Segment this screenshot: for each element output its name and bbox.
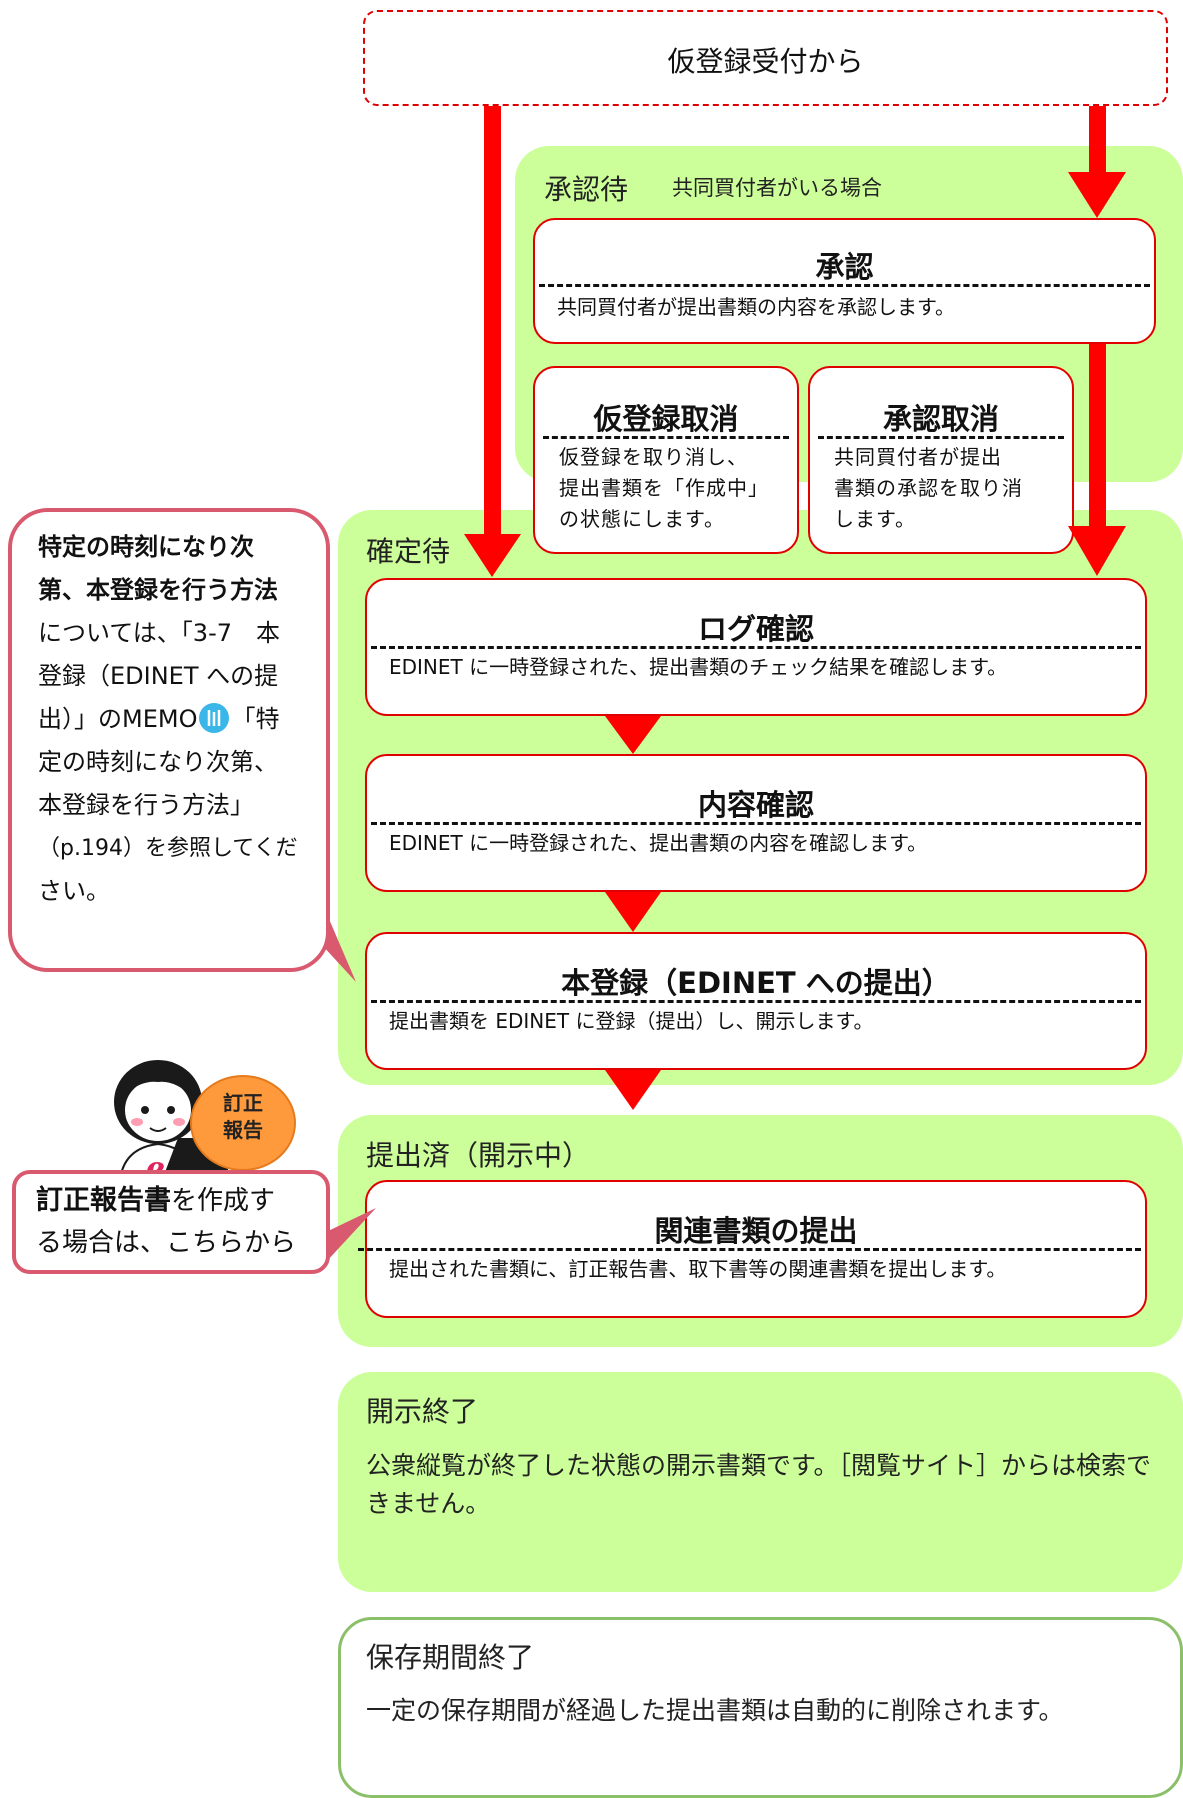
left-callout-line: さい。	[38, 877, 110, 905]
left-callout-bold-line: 特定の時刻になり次	[38, 533, 254, 561]
cancel-registration-box: 仮登録取消 仮登録を取り消し、 提出書類を「作成中」 の状態にします。	[533, 366, 799, 554]
correction-badge-text: 訂正 報告	[192, 1090, 294, 1144]
cancel-approval-desc-line: 共同買付者が提出	[834, 445, 1002, 469]
arrow-right-top-head	[1068, 172, 1126, 218]
final-registration-desc: 提出書類を EDINET に登録（提出）し、開示します。	[389, 1009, 874, 1033]
woman-with-laptop-illustration: e	[114, 1060, 240, 1180]
left-callout-line: については、「3-7 本	[38, 619, 280, 647]
arrow-right-mid-shaft	[1089, 344, 1106, 528]
cancel-registration-desc-line: 提出書類を「作成中」	[559, 476, 769, 500]
cancel-approval-box: 承認取消 共同買付者が提出 書類の承認を取り消 します。	[808, 366, 1074, 554]
arrow-left-head	[464, 534, 521, 577]
left-callout-line: 本登録を行う方法」	[38, 791, 254, 819]
related-docs-title: 関連書類の提出	[654, 1214, 858, 1248]
arrow-content-to-register	[605, 892, 661, 932]
left-callout-memo-line: 出）」のMEMO 「特	[38, 698, 328, 741]
content-check-box: 内容確認 EDINET に一時登録された、提出書類の内容を確認します。	[365, 754, 1147, 892]
cancel-registration-title: 仮登録取消	[593, 402, 739, 436]
start-box: 仮登録受付から	[363, 10, 1168, 106]
cancel-approval-desc: 共同買付者が提出 書類の承認を取り消 します。	[834, 442, 1023, 535]
correction-badge-line: 報告	[223, 1118, 263, 1142]
cancel-approval-desc-line: 書類の承認を取り消	[834, 476, 1023, 500]
retention-end-text: 一定の保存期間が経過した提出書類は自動的に削除されます。	[366, 1696, 1064, 1725]
retention-end-zone	[338, 1617, 1183, 1798]
submitted-zone-title: 提出済（開示中）	[366, 1139, 591, 1172]
left-callout-line: 出）」のMEMO	[38, 705, 198, 733]
related-docs-divider	[358, 1248, 1141, 1251]
related-docs-box: 関連書類の提出 提出された書類に、訂正報告書、取下書等の関連書類を提出します。	[358, 1180, 1147, 1318]
cancel-approval-divider	[818, 436, 1064, 439]
left-callout-line: 「特	[231, 705, 280, 733]
cancel-registration-desc-line: の状態にします。	[559, 507, 725, 531]
left-callout-line: （p.194）を参照してくだ	[38, 836, 298, 861]
left-callout-line: 登録（EDINET への提	[38, 662, 279, 690]
start-label: 仮登録受付から	[667, 45, 864, 78]
final-registration-box: 本登録（EDINET への提出） 提出書類を EDINET に登録（提出）し、開…	[365, 932, 1147, 1070]
correction-badge-line: 訂正	[223, 1091, 263, 1115]
related-docs-desc: 提出された書類に、訂正報告書、取下書等の関連書類を提出します。	[389, 1257, 1007, 1281]
log-check-box: ログ確認 EDINET に一時登録された、提出書類のチェック結果を確認します。	[365, 578, 1147, 716]
cancel-approval-desc-line: します。	[834, 507, 916, 531]
content-check-divider	[371, 822, 1141, 825]
final-registration-title: 本登録（EDINET への提出）	[561, 966, 951, 1000]
approve-divider	[539, 284, 1150, 287]
cancel-registration-divider	[543, 436, 789, 439]
approve-box: 承認 共同買付者が提出書類の内容を承認します。	[533, 218, 1156, 344]
approve-desc: 共同買付者が提出書類の内容を承認します。	[557, 295, 955, 319]
left-callout-line: 定の時刻になり次第、	[38, 748, 278, 776]
approve-title: 承認	[815, 250, 874, 284]
confirm-zone-title: 確定待	[366, 535, 451, 568]
retention-end-title: 保存期間終了	[366, 1641, 535, 1674]
approval-zone-note: 共同買付者がいる場合	[672, 176, 882, 200]
correction-callout-rest: を作成す	[171, 1186, 276, 1216]
left-callout	[8, 508, 330, 972]
arrow-log-to-content	[605, 716, 661, 754]
content-check-desc: EDINET に一時登録された、提出書類の内容を確認します。	[389, 831, 928, 855]
approval-zone-title: 承認待	[544, 173, 629, 206]
cancel-registration-desc: 仮登録を取り消し、 提出書類を「作成中」 の状態にします。	[559, 442, 769, 535]
arrow-right-mid-head	[1068, 526, 1126, 576]
correction-callout-text: 訂正報告書を作成す る場合は、こちらから	[36, 1180, 296, 1264]
correction-callout	[12, 1170, 330, 1274]
log-check-desc: EDINET に一時登録された、提出書類のチェック結果を確認します。	[389, 655, 1008, 679]
disclosure-end-zone	[338, 1372, 1183, 1592]
correction-report-label: 訂正報告書	[36, 1185, 171, 1216]
cancel-approval-title: 承認取消	[882, 402, 999, 436]
correction-callout-line1: 訂正報告書を作成す	[36, 1180, 296, 1222]
correction-callout-line2: る場合は、こちらから	[36, 1228, 297, 1258]
content-check-title: 内容確認	[697, 788, 814, 822]
arrow-right-top-shaft	[1089, 106, 1106, 176]
arrow-left-shaft	[484, 106, 501, 546]
disclosure-end-title: 開示終了	[366, 1395, 479, 1428]
cancel-registration-desc-line: 仮登録を取り消し、	[559, 445, 748, 469]
memo-icon	[199, 703, 230, 733]
left-callout-bold-line: 第、本登録を行う方法	[38, 576, 278, 604]
log-check-divider	[371, 646, 1141, 649]
correction-badge: 訂正 報告	[190, 1075, 296, 1171]
arrow-register-to-submitted	[605, 1070, 661, 1110]
log-check-title: ログ確認	[697, 612, 814, 646]
final-registration-divider	[371, 1000, 1141, 1003]
disclosure-end-text: 公衆縦覧が終了した状態の開示書類です。［閲覧サイト］からは検索できません。	[366, 1451, 1152, 1518]
left-callout-text: 特定の時刻になり次 第、本登録を行う方法 については、「3-7 本 登録（EDI…	[38, 526, 328, 913]
